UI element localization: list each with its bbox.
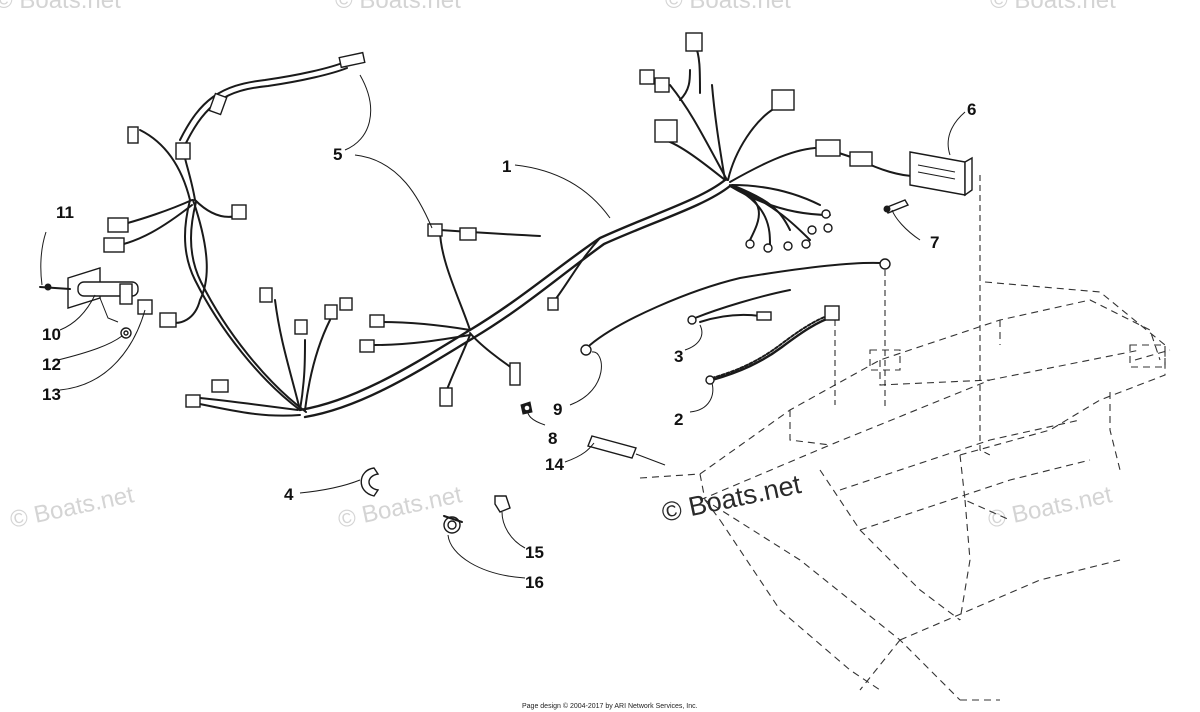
callout-13: 13	[42, 385, 61, 404]
callout-16: 16	[525, 573, 544, 592]
watermark-main: © Boats.net	[659, 469, 804, 528]
callout-14: 14	[545, 455, 564, 474]
callout-1: 1	[502, 157, 511, 176]
callout-3: 3	[674, 347, 683, 366]
callout-9: 9	[553, 400, 562, 419]
footer-copyright: Page design © 2004-2017 by ARI Network S…	[522, 702, 698, 710]
callout-leaders	[40, 74, 991, 579]
callout-5: 5	[333, 145, 342, 164]
harness-connectors	[103, 32, 873, 408]
watermark: © Boats.net	[335, 0, 461, 14]
small-parts	[360, 401, 666, 534]
callout-8: 8	[548, 429, 557, 448]
watermark: © Boats.net	[0, 0, 121, 14]
callout-11: 11	[56, 203, 74, 222]
watermark: © Boats.net	[8, 481, 137, 534]
callout-4: 4	[284, 485, 294, 504]
callout-10: 10	[42, 325, 61, 344]
callout-2: 2	[674, 410, 683, 429]
callout-labels: 1 2 3 4 5 6 7 8 9 10 11 12 13 14 15 16	[42, 100, 976, 592]
main-harness	[119, 44, 916, 419]
callout-6: 6	[967, 100, 976, 119]
callout-15: 15	[525, 543, 544, 562]
watermark: © Boats.net	[986, 481, 1115, 534]
callout-7: 7	[930, 233, 939, 252]
battery-cables	[580, 258, 891, 385]
chassis-frame	[639, 281, 1171, 701]
callout-12: 12	[42, 355, 61, 374]
watermark: © Boats.net	[990, 0, 1116, 14]
ignition-switch-part	[39, 267, 153, 339]
voltage-regulator-part	[883, 151, 973, 214]
watermark: © Boats.net	[665, 0, 791, 14]
